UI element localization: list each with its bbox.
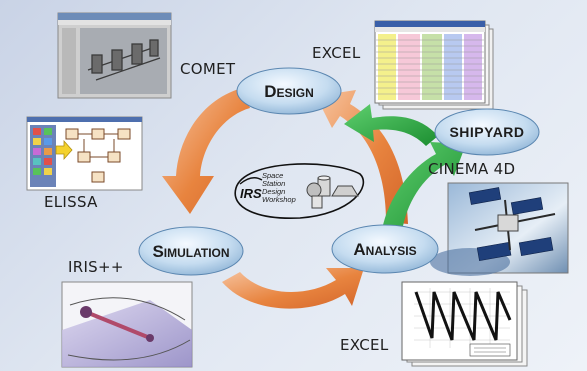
tool-label-comet: COMET <box>180 60 236 78</box>
excel-spreadsheet-top <box>374 20 494 110</box>
analysis-node-label: Analysis <box>353 240 417 259</box>
shipyard-arrow-to-analysis <box>382 142 466 232</box>
logo-line-3: Design <box>262 187 286 196</box>
cinema4d-render <box>430 182 569 276</box>
tool-label-excel-bottom: EXCEL <box>340 336 389 354</box>
tool-label-iris: IRIS++ <box>68 258 124 276</box>
simulation-node-label: Simulation <box>152 242 230 261</box>
cycle-arrow-simulation-to-analysis <box>222 268 364 309</box>
elissa-screenshot <box>26 116 143 191</box>
excel-charts-bottom <box>401 281 528 367</box>
design-node <box>236 67 342 115</box>
elissa-pointer-icon <box>55 139 73 161</box>
cycle-arrow-analysis-to-design <box>316 90 408 224</box>
center-logo <box>234 163 365 219</box>
iris-screenshot <box>61 281 193 368</box>
iss-shapes-icon <box>306 175 359 209</box>
cycle-arrow-design-to-simulation <box>162 88 250 214</box>
analysis-node <box>331 224 439 274</box>
comet-screenshot <box>57 12 172 99</box>
logo-brand: IRS <box>240 186 262 201</box>
logo-text: Space Station Design Workshop <box>262 172 306 204</box>
shipyard-node-label: SHIPYARD <box>449 124 525 140</box>
tool-label-excel-top: EXCEL <box>312 44 361 62</box>
tool-label-cinema4d: CINEMA 4D <box>428 160 516 178</box>
tool-label-elissa: ELISSA <box>44 193 98 211</box>
irs-swoosh-icon <box>239 177 263 185</box>
logo-line-1: Space <box>262 171 284 180</box>
logo-line-4: Workshop <box>262 195 296 204</box>
design-node-label: Design <box>264 82 314 101</box>
logo-line-2: Station <box>262 179 286 188</box>
shipyard-arrow-to-design <box>344 104 438 146</box>
simulation-node <box>138 226 244 276</box>
shipyard-node <box>434 108 540 156</box>
